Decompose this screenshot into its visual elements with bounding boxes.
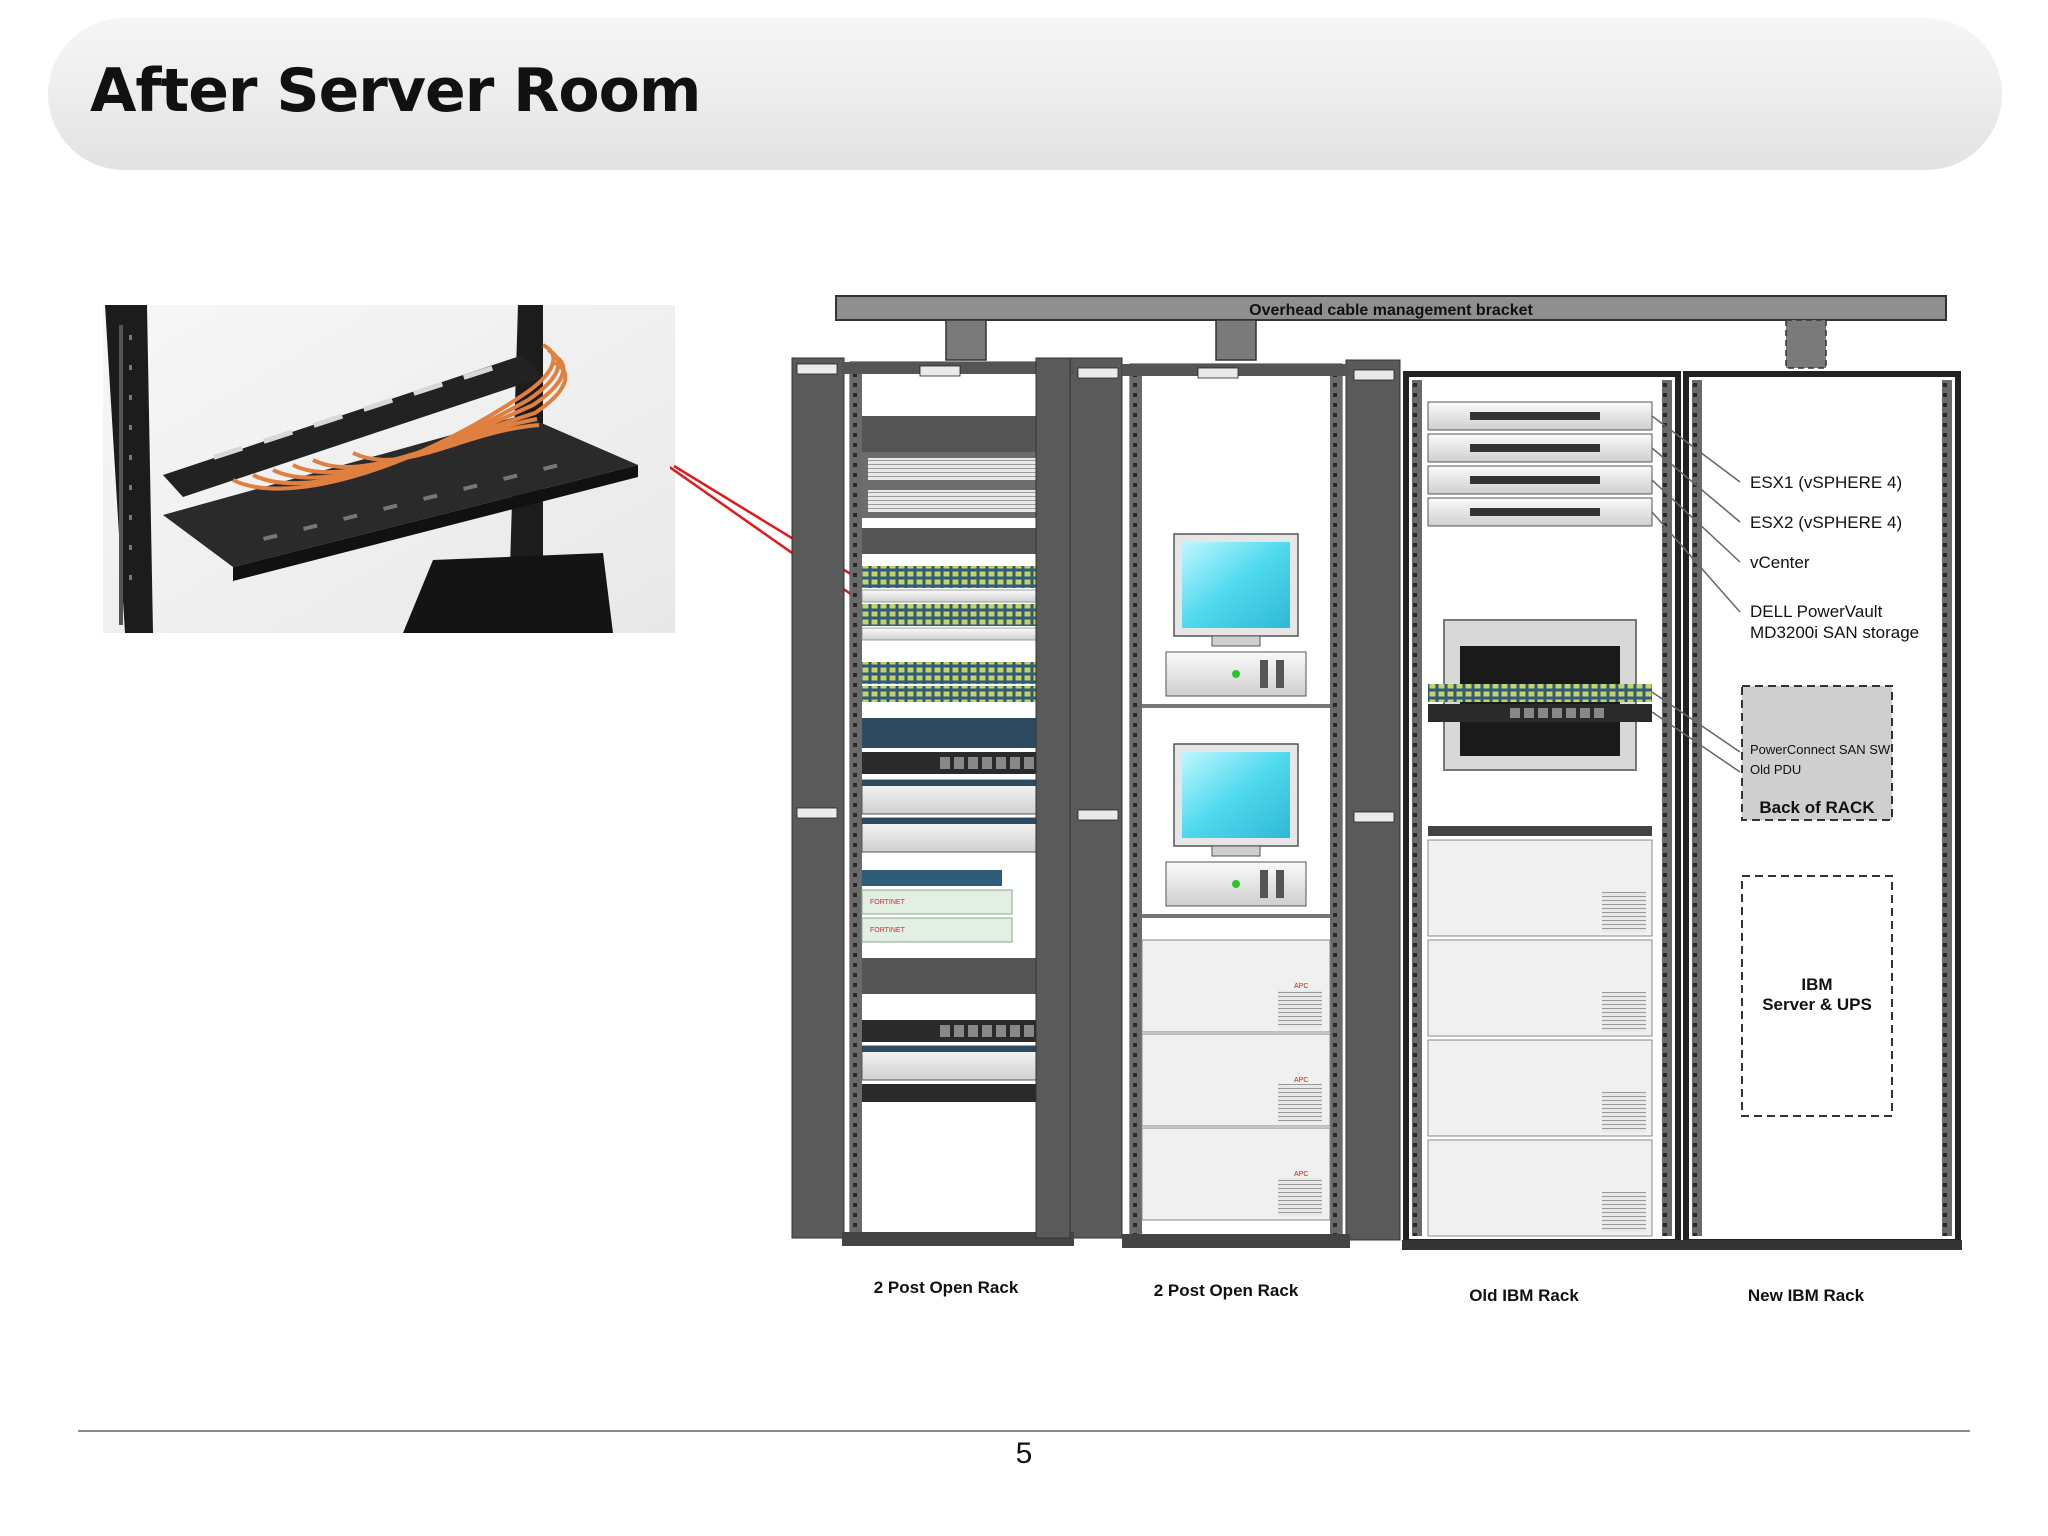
svg-text:APC: APC xyxy=(1294,983,1308,990)
svg-text:APC: APC xyxy=(1294,1077,1308,1084)
rack-3-old-ibm xyxy=(1402,371,1682,1250)
footer-divider xyxy=(78,1430,1970,1432)
patch-panel-photo-image xyxy=(103,305,675,633)
rack-2-two-post-open: APC APC APC xyxy=(1035,357,1401,1248)
title-band xyxy=(48,18,2002,170)
patch-panel-photo xyxy=(103,305,675,633)
back-of-rack-label: Back of RACK xyxy=(1759,798,1875,817)
slide-title: After Server Room xyxy=(90,56,701,126)
callout-lines xyxy=(1651,415,1741,773)
rack-diagram: Overhead cable management bracket xyxy=(791,295,1962,1250)
page-number: 5 xyxy=(1015,1437,1033,1470)
rack-label-3: Old IBM Rack xyxy=(1469,1286,1579,1305)
ibm-box-line1: IBM xyxy=(1801,975,1833,994)
callout-dell-powervault: DELL PowerVault xyxy=(1750,602,1883,621)
callout-esx1: ESX1 (vSPHERE 4) xyxy=(1750,473,1903,492)
rack-label-1: 2 Post Open Rack xyxy=(873,1278,1019,1297)
back-of-rack-box xyxy=(1741,685,1893,821)
svg-text:APC: APC xyxy=(1294,1171,1308,1178)
callout-old-pdu: Old PDU xyxy=(1750,762,1802,777)
svg-text:FORTINET: FORTINET xyxy=(870,899,906,906)
callout-vcenter: vCenter xyxy=(1750,553,1810,572)
rack-label-4: New IBM Rack xyxy=(1747,1286,1865,1305)
callout-powerconnect: PowerConnect SAN SW xyxy=(1750,742,1891,757)
svg-text:FORTINET: FORTINET xyxy=(870,927,906,934)
callout-esx2: ESX2 (vSPHERE 4) xyxy=(1750,513,1903,532)
ibm-box-line2: Server & UPS xyxy=(1762,995,1872,1014)
rack-label-2: 2 Post Open Rack xyxy=(1153,1281,1299,1300)
overhead-cable-bracket: Overhead cable management bracket xyxy=(835,295,1947,369)
rack-1-two-post-open: FORTINET FORTINET xyxy=(791,357,1123,1246)
overhead-bracket-label: Overhead cable management bracket xyxy=(1249,302,1533,319)
callout-san-storage: MD3200i SAN storage xyxy=(1750,623,1920,642)
